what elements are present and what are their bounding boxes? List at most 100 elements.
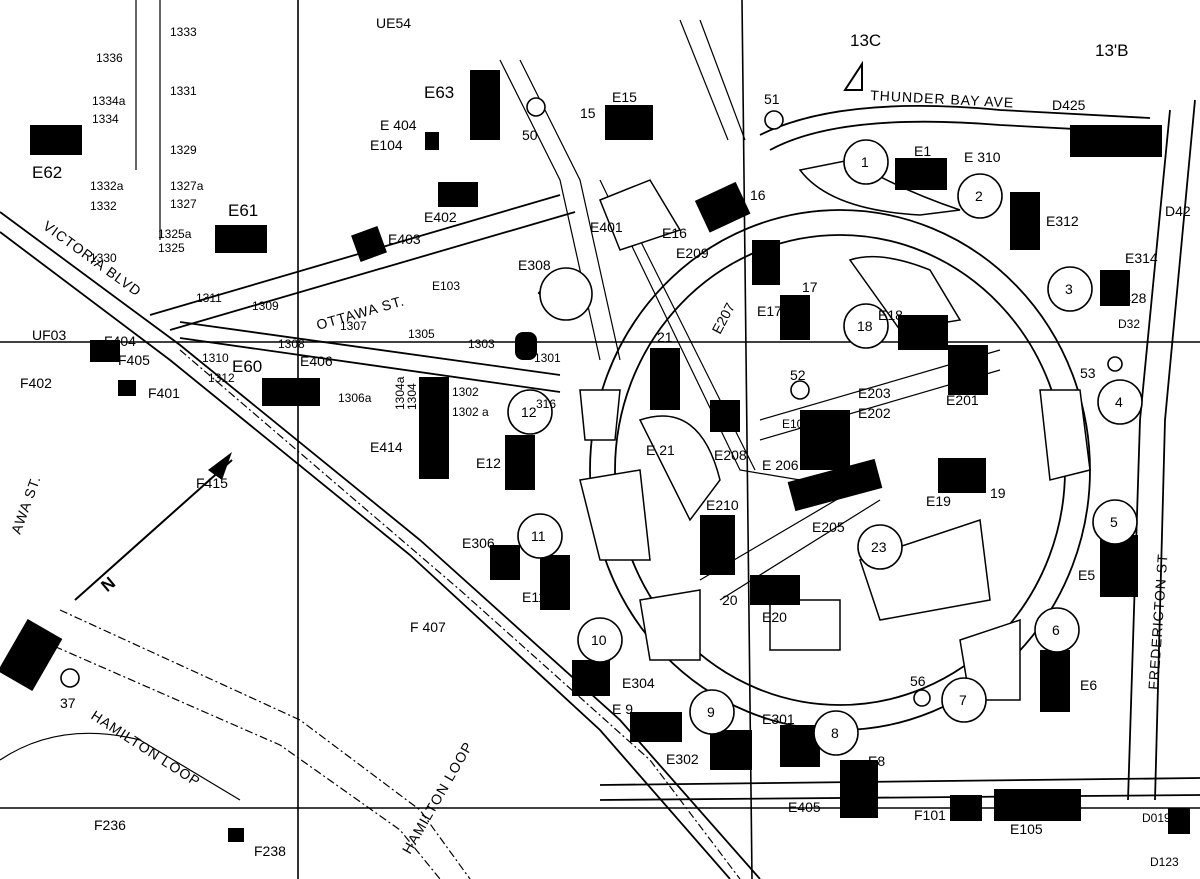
label-e18: E18 [878,307,903,323]
building-e60 [262,378,320,406]
label-e62: E62 [32,163,62,182]
lot-1309: 1309 [252,299,279,313]
circle-label-52: 52 [790,367,806,383]
lot-1307: 1307 [340,319,367,333]
label-e205: E205 [812,519,845,535]
label-e103: E103 [432,279,460,293]
building-e209 [752,240,780,285]
building-e62 [30,125,82,155]
buildings [0,70,1190,842]
circle-numbers: 1 2 3 4 5 6 7 8 9 10 11 12 15 16 17 18 1… [60,91,1123,741]
label-e210: E210 [706,497,739,513]
north-arrow: N [74,452,233,601]
circle-11 [517,513,563,559]
circle-51 [764,110,784,130]
lot-1334a: 1334a [92,94,126,108]
circle-50 [526,97,546,117]
circle-label-1: 1 [861,154,869,170]
lot-1311: 1311 [196,291,222,305]
building-f404 [90,340,120,362]
section-13c: 13C [850,31,881,50]
circle-9 [689,689,735,735]
building-e104 [425,132,439,150]
circle-label-7: 7 [959,692,967,708]
lot-1330: 1330 [90,251,117,265]
circle-label-11: 11 [531,528,546,544]
label-e20: E20 [762,609,787,625]
circle-label-21: 21 [657,329,673,345]
circle-label-51: 51 [764,91,780,107]
lot-1310: 1310 [202,351,229,365]
label-e11: E11 [522,589,546,605]
circle-label-6: 6 [1052,622,1060,638]
label-e405: E405 [788,799,821,815]
label-e209: E209 [676,245,709,261]
label-d019: D019 [1142,811,1171,825]
circle-label-4: 4 [1115,394,1123,410]
label-e201: E201 [946,392,979,408]
label-e21: E 21 [646,442,675,458]
street-thunder-bay: THUNDER BAY AVE [870,87,1015,111]
lot-1306a: 1306a [338,391,372,405]
building-e19 [938,458,986,493]
circle-5 [1092,499,1138,545]
circle-label-37: 37 [60,695,76,711]
lot-1329: 1329 [170,143,197,157]
label-e206: E 206 [762,457,799,473]
building-e403 [351,226,387,262]
islands [579,159,1091,701]
lot-316: 316 [536,397,556,411]
label-f405: F405 [118,352,150,368]
label-e414: E414 [370,439,403,455]
circle-label-15: 15 [580,105,596,121]
label-e17: E17 [757,303,782,319]
label-f101: F101 [914,807,946,823]
circle-label-50: 50 [522,127,538,143]
building-e63 [470,70,500,140]
building-f101 [950,795,982,821]
lot-1333: 1333 [170,25,197,39]
circle-18 [843,303,889,349]
building-labels: E62 E61 E63 E60 E15 E16 E1 E 310 E312 E3… [20,15,1191,869]
circles [60,97,1143,756]
label-e403: E403 [388,231,421,247]
label-f415: F415 [196,475,228,491]
circle-4 [1097,379,1143,425]
lot-1325: 1325 [158,241,185,255]
label-f401: F401 [148,385,180,401]
building-e21 [650,348,680,410]
circle-label-5: 5 [1110,514,1118,530]
lot-1327a: 1327a [170,179,204,193]
section-13b: 13'B [1095,41,1129,60]
lot-1303: 1303 [468,337,495,351]
building-f401 [118,380,136,396]
label-e1: E1 [914,143,931,159]
building-sw [0,619,63,691]
circle-e308 [539,267,593,321]
building-e302 [710,730,752,770]
lot-1308: 1308 [278,337,305,351]
label-e406: E406 [300,353,333,369]
building-d425 [1070,125,1162,157]
circle-label-8: 8 [831,725,839,741]
building-e9 [630,712,682,742]
label-f404: F404 [104,333,136,349]
circle-7 [941,677,987,723]
label-e9: E 9 [612,701,633,717]
circle-label-19: 19 [990,485,1006,501]
label-e304: E304 [622,675,655,691]
label-ue54: UE54 [376,15,411,31]
lot-1304: 1304 [405,383,419,410]
label-e12: E12 [476,455,501,471]
label-e306: E306 [462,535,495,551]
building-e18 [898,315,948,350]
street-hamilton-b: HAMILTON LOOP [399,739,476,857]
label-e6: E6 [1080,677,1097,693]
building-e306 [490,545,520,580]
circle-label-2: 2 [975,188,983,204]
circle-label-12: 12 [521,404,537,420]
circle-label-56: 56 [910,673,926,689]
circle-10 [577,617,623,663]
building-e17 [780,295,810,340]
